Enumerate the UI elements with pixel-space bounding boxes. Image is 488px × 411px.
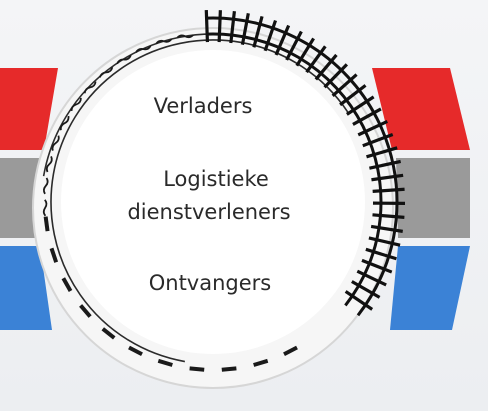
grey-band-right [396, 158, 470, 238]
road-dash [222, 368, 237, 369]
road-dash [46, 217, 48, 232]
road-dash [190, 368, 205, 369]
rail-sleeper [373, 189, 405, 191]
label-verladers: Verladers [154, 94, 253, 118]
label-logistieke: Logistieke [163, 167, 269, 191]
label-dienstverleners: dienstverleners [127, 200, 290, 224]
label-ontvangers: Ontvangers [149, 271, 272, 295]
rail-sleeper [219, 10, 220, 42]
rail-sleeper [206, 10, 207, 42]
